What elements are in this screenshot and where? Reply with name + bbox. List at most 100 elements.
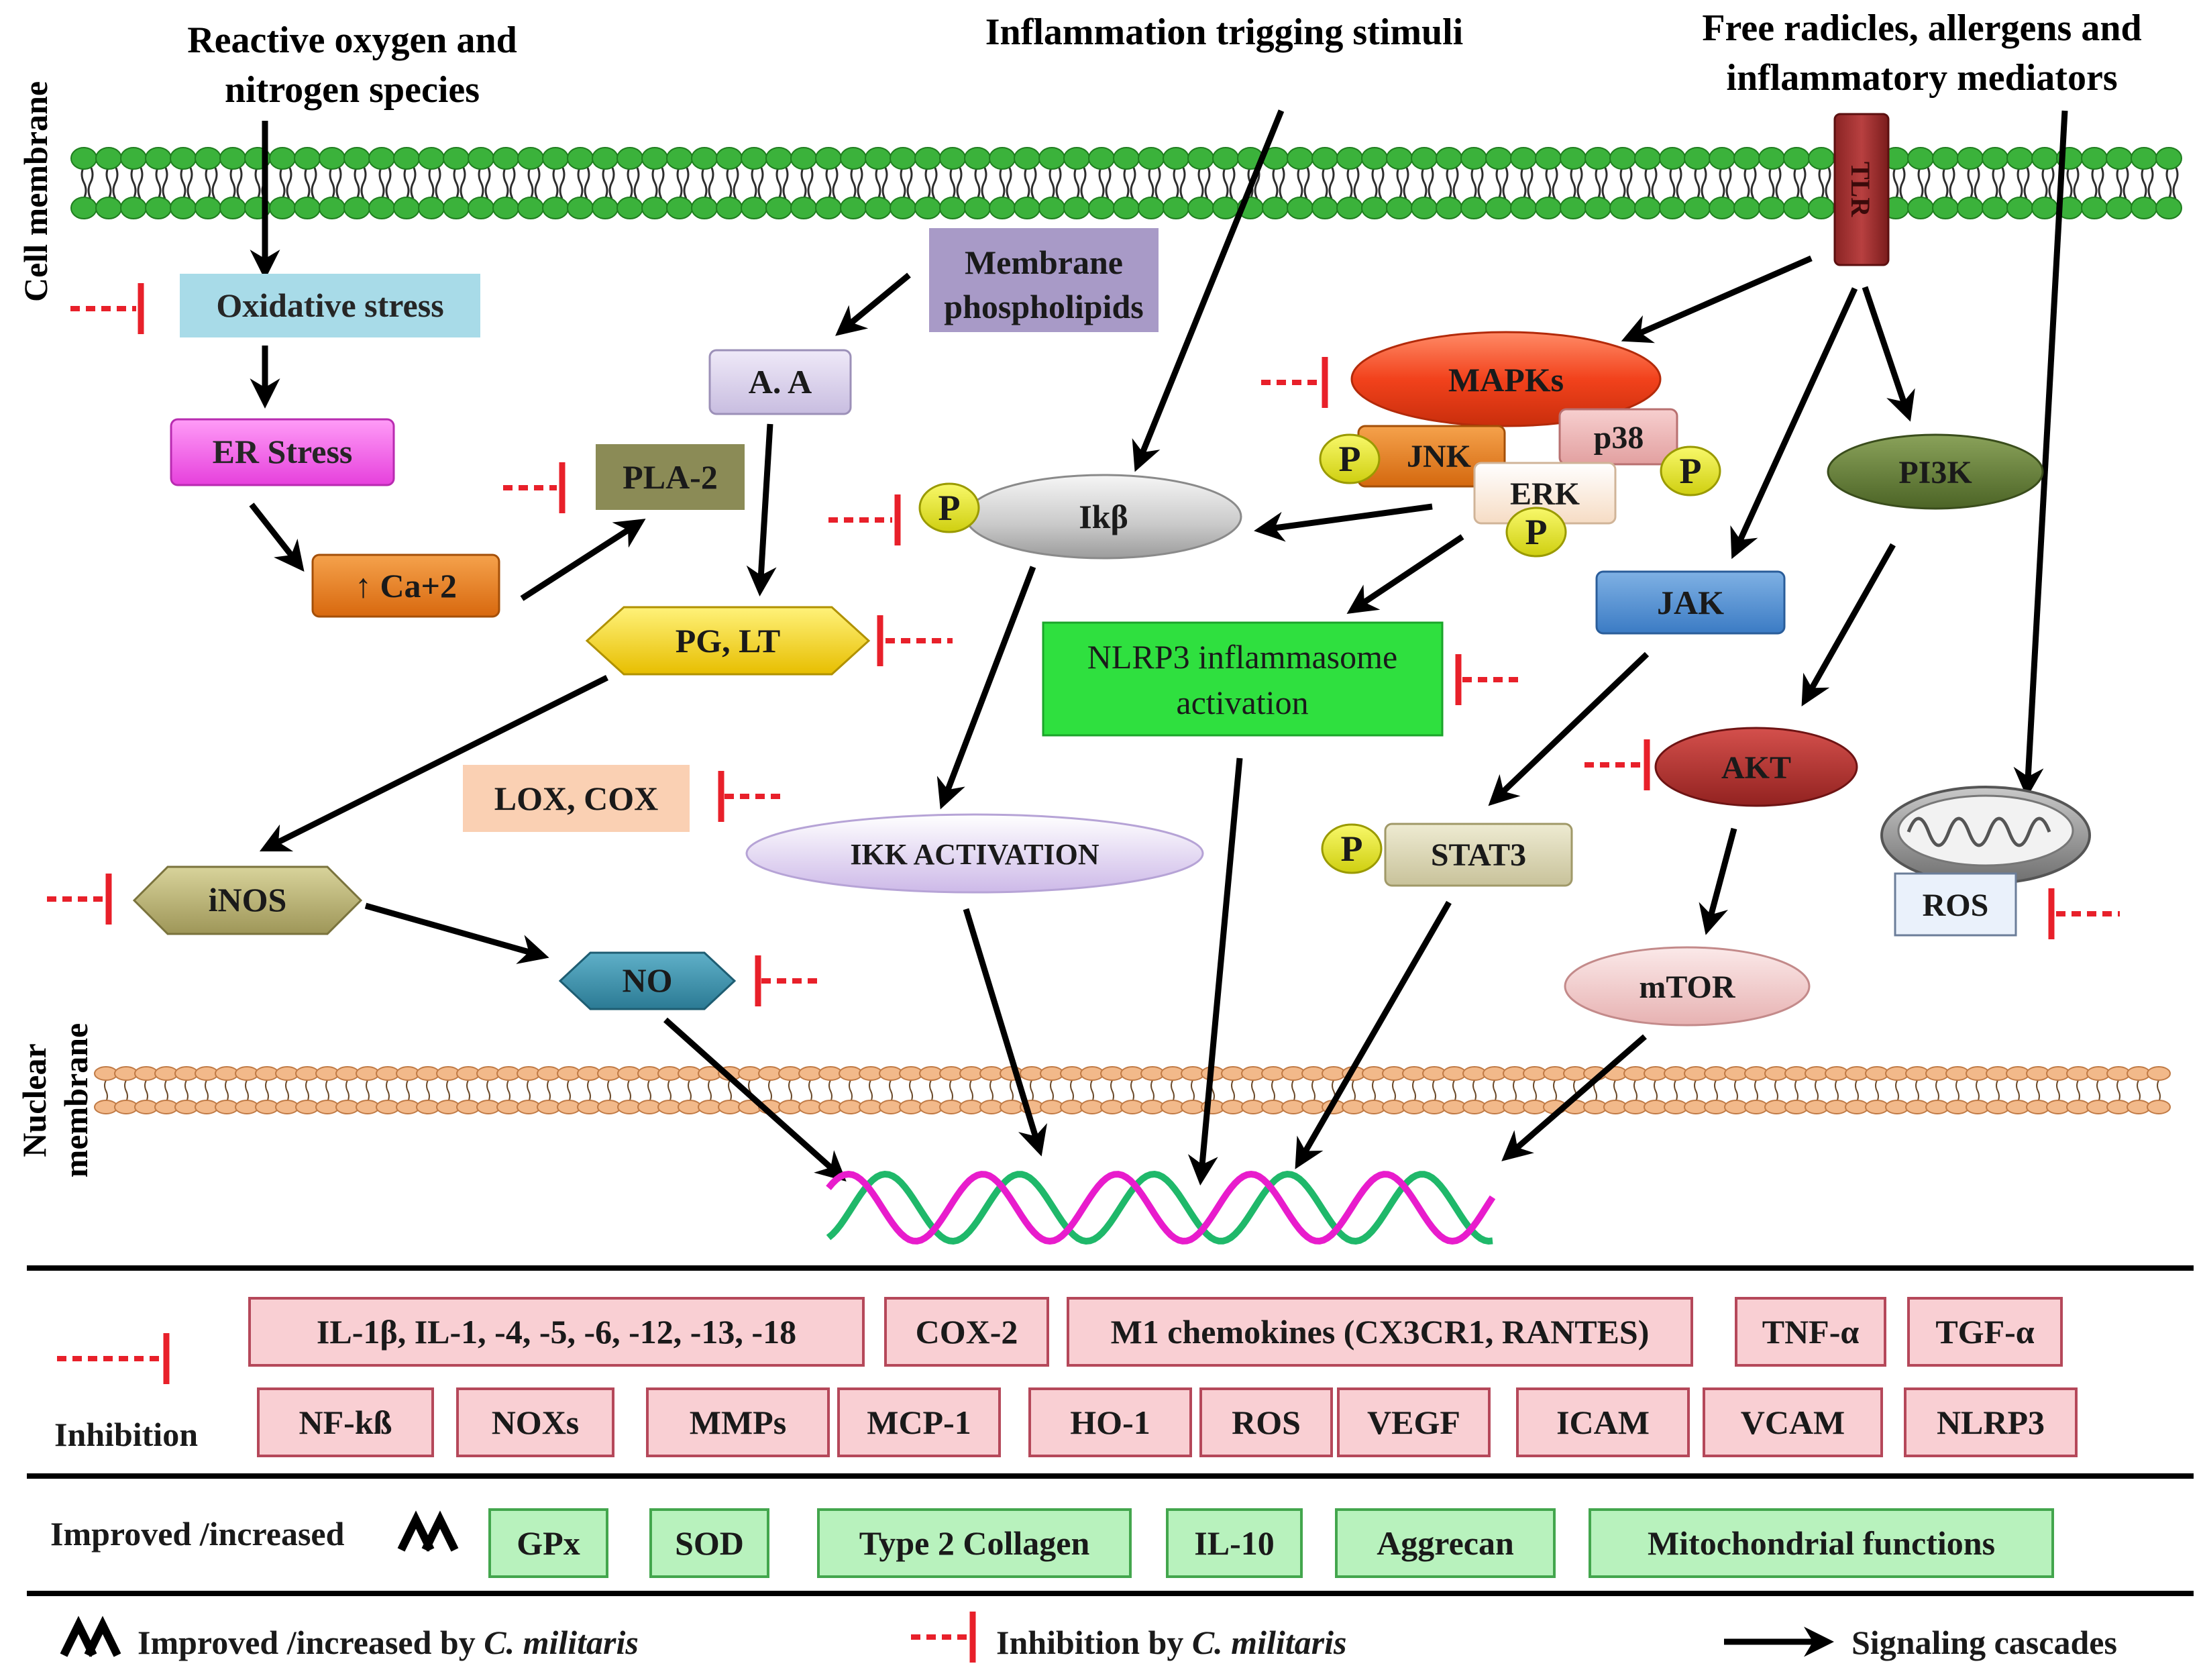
inhibited-factor-row2-0: NF-kß [257,1387,434,1457]
svg-text:PI3K: PI3K [1898,455,1972,490]
svg-text:NF-kß: NF-kß [299,1404,392,1441]
node-inos: iNOS [132,865,363,935]
svg-text:NLRP3: NLRP3 [1937,1404,2045,1441]
inhibited-factor-row2-2: MMPs [646,1387,830,1457]
node-mapks: MAPKs [1350,331,1662,427]
inhibit-ros [2048,888,2120,939]
arrow-stimuli-to-ikb [1132,109,1285,472]
inhibit-lox-cox [718,771,785,822]
node-ros: ROS [1894,872,2017,937]
improved-factor-3: IL-10 [1166,1508,1303,1578]
node-arachidonic-acid: A. A [708,349,852,415]
svg-text:iNOS: iNOS [209,881,287,918]
svg-text:A. A: A. A [749,363,812,401]
svg-text:↑ Ca+2: ↑ Ca+2 [355,567,457,605]
stimulus-inflammation-label: Inflammation trigging stimuli [985,11,1463,53]
arrow-phospho-to-aa [835,272,911,336]
node-mtor: mTOR [1564,946,1811,1027]
svg-text:IL-10: IL-10 [1194,1524,1274,1562]
svg-text:Mitochondrial functions: Mitochondrial functions [1648,1524,1995,1562]
svg-text:JAK: JAK [1657,584,1724,621]
svg-text:P: P [1525,512,1548,552]
svg-text:PLA-2: PLA-2 [623,458,718,496]
inhibited-factor-row2-9: NLRP3 [1904,1387,2078,1457]
dna-strand-green [826,1170,1493,1245]
inhibit-panel-icon [57,1333,170,1384]
svg-text:ICAM: ICAM [1556,1404,1650,1441]
inhibited-factor-row2-4: HO-1 [1028,1387,1192,1457]
node-pg-lt: PG, LT [585,606,871,676]
inhibited-factor-row2-5: ROS [1199,1387,1333,1457]
inhibited-factor-row2-6: VEGF [1337,1387,1491,1457]
svg-text:NOXs: NOXs [492,1404,580,1441]
svg-text:P: P [938,488,961,528]
double-up-arrow-icon [60,1616,121,1657]
node-oxidative-stress: Oxidative stress [180,274,480,337]
arrow-mtor-to-dna [1501,1034,1647,1161]
phosphate-badge-ikb: P [918,482,980,533]
cell-membrane-label: Cell membrane [17,81,54,302]
improved-factor-4: Aggrecan [1335,1508,1556,1578]
tlr-receptor: TLR [1833,113,1890,266]
inhibit-nlrp3 [1455,654,1521,705]
node-ikk-activation: IKK ACTIVATION [745,813,1204,894]
svg-text:STAT3: STAT3 [1431,837,1526,873]
inhibited-factor-row1-0: IL-1β, IL-1, -4, -5, -6, -12, -13, -18 [248,1297,865,1367]
mitochondrion-icon [1880,786,2091,885]
svg-text:Ikβ: Ikβ [1079,498,1128,535]
phosphate-badge-p38: P [1660,445,1721,496]
inhibited-factor-row1-3: TNF-α [1735,1297,1886,1367]
svg-text:IL-1β, IL-1, -4, -5, -6, -12,: IL-1β, IL-1, -4, -5, -6, -12, -13, -18 [317,1313,796,1351]
improved-factor-0: GPx [488,1508,608,1578]
arrow-er-to-ca [249,503,305,572]
inhibition-icon [911,1612,976,1663]
svg-text:ROS: ROS [1232,1404,1301,1441]
svg-text:SOD: SOD [675,1524,744,1562]
improved-factor-5: Mitochondrial functions [1589,1508,2054,1578]
arrow-radicals-to-mito [2013,110,2068,798]
inhibited-factor-row2-7: ICAM [1516,1387,1690,1457]
improved-panel-label: Improved /increased [50,1515,345,1553]
svg-text:p38: p38 [1594,420,1644,456]
legend-signaling-text: Signaling cascades [1851,1624,2117,1661]
legend-inhibition-marker [911,1612,976,1663]
arrow-ikk-to-dna [963,908,1047,1157]
node-calcium: ↑ Ca+2 [311,554,500,618]
node-jnk: JNK [1357,425,1506,488]
legend-improved-text: Improved /increased by C. militaris [138,1624,639,1661]
svg-text:LOX, COX: LOX, COX [494,780,658,817]
inhibit-mapks [1261,357,1328,408]
inhibited-factor-row2-1: NOXs [456,1387,614,1457]
improved-factor-2: Type 2 Collagen [817,1508,1132,1578]
legend-inhibition-text: Inhibition by C. militaris [996,1624,1346,1661]
node-jak: JAK [1595,570,1786,635]
double-up-arrow-icon [397,1510,459,1552]
arrow-pi3k-to-akt [1801,543,1896,706]
phosphate-badge-erk: P [1505,507,1567,558]
svg-text:NO: NO [623,961,673,999]
inhibit-inos [47,874,112,925]
svg-text:ERK: ERK [1510,476,1580,512]
inhibit-no [755,955,818,1006]
inhibit-pla2 [503,462,566,513]
svg-text:PG, LT: PG, LT [676,622,781,660]
svg-text:TNF-α: TNF-α [1762,1313,1860,1351]
node-ikb: Ikβ [965,474,1242,560]
improved-row: GPx SOD Type 2 Collagen IL-10 Aggrecan Mitoch… [488,1508,2054,1578]
arrow-erk-to-nlrp3 [1346,534,1464,614]
svg-text:GPx: GPx [517,1524,580,1562]
phosphate-badge-jnk: P [1319,433,1381,484]
svg-text:HO-1: HO-1 [1070,1404,1150,1441]
svg-text:Aggrecan: Aggrecan [1377,1524,1514,1562]
inhibited-factor-row2-3: MCP-1 [837,1387,1001,1457]
node-stat3: STAT3 [1384,823,1573,887]
arrow-ca-to-pla2 [520,519,646,601]
